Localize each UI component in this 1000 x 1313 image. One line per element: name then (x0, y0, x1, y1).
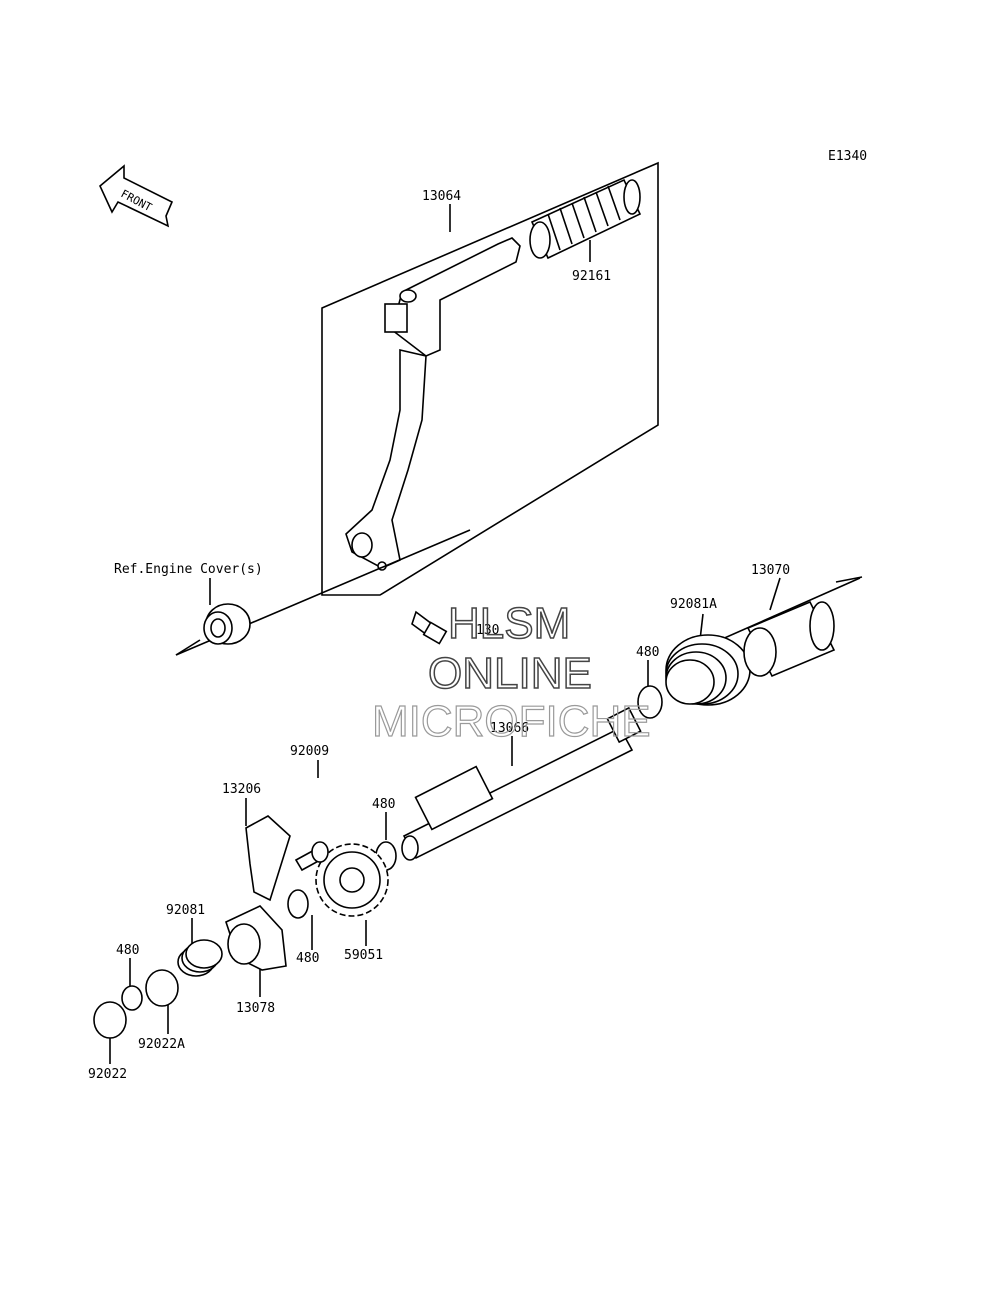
label-ref-engine-cover: Ref.Engine Cover(s) (114, 562, 263, 577)
kick-shaft (401, 706, 642, 861)
watermark-line1: HLSM (448, 599, 570, 648)
front-arrow-icon: FRONT (99, 164, 174, 228)
ratchet (225, 905, 287, 971)
label-13064: 13064 (422, 189, 461, 204)
torsion-spring (665, 634, 751, 706)
washer-92022A (145, 969, 179, 1007)
label-480-b: 480 (372, 797, 395, 812)
label-13070: 13070 (751, 563, 790, 578)
label-59051: 59051 (344, 948, 383, 963)
kick-lever (345, 237, 521, 571)
oil-seal (203, 603, 251, 645)
label-92022A: 92022A (138, 1037, 185, 1052)
kick-gear (315, 843, 389, 917)
watermark-line3: MICROFICHE (372, 697, 651, 746)
label-92009: 92009 (290, 744, 329, 759)
grip-rubber (529, 178, 642, 260)
bolt (411, 610, 448, 645)
label-480-a: 480 (636, 645, 659, 660)
label-92161: 92161 (572, 269, 611, 284)
leader-lines (109, 204, 781, 1064)
label-92022: 92022 (88, 1067, 127, 1082)
label-130: 130 (476, 623, 499, 638)
label-13078: 13078 (236, 1001, 275, 1016)
circlip-480-d (121, 985, 143, 1011)
bolt-92009 (294, 841, 329, 872)
label-92081A: 92081A (670, 597, 717, 612)
washer-92022 (93, 1001, 127, 1039)
label-92081: 92081 (166, 903, 205, 918)
label-480-c: 480 (116, 943, 139, 958)
spring-guide (743, 600, 836, 678)
watermark-line2: ONLINE (428, 649, 592, 698)
watermark: HLSM ONLINE MICROFICHE (371, 598, 651, 746)
lever-assembly-box (321, 161, 659, 596)
ratchet-spring (177, 939, 223, 977)
stopper-plate (245, 815, 291, 902)
label-13066: 13066 (490, 721, 529, 736)
label-13206: 13206 (222, 782, 261, 797)
diagram-code: E1340 (828, 149, 867, 164)
label-480-d: 480 (296, 951, 319, 966)
circlip-480-c (287, 889, 309, 919)
circlip-480-a (637, 685, 663, 719)
